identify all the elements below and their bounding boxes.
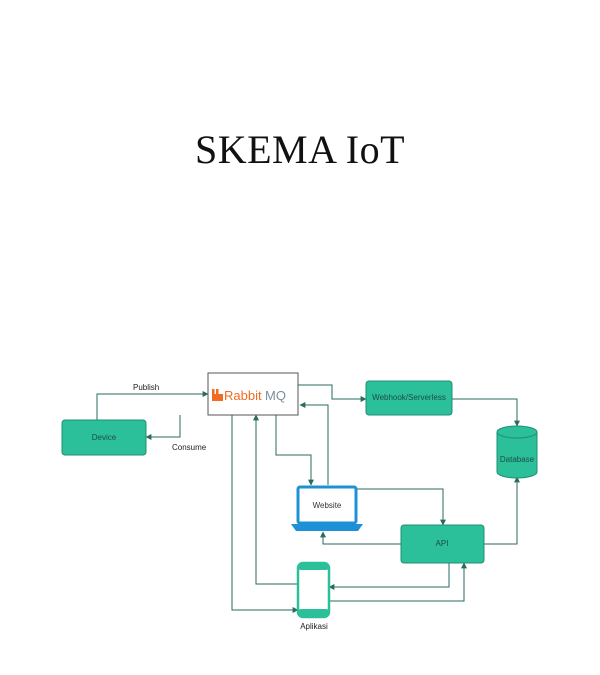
edge-aplikasi-api	[329, 562, 467, 602]
rabbitmq-label-b: MQ	[265, 388, 286, 403]
aplikasi-label: Aplikasi	[300, 622, 328, 631]
edge-aplikasi-rabbit	[253, 414, 298, 585]
edge-website-api	[355, 488, 446, 526]
edge-label-publish: Publish	[133, 383, 159, 392]
webhook-label: Webhook/Serverless	[372, 393, 446, 402]
laptop-icon	[291, 485, 363, 531]
edge-api-database	[484, 476, 520, 545]
database-label: Database	[500, 455, 535, 464]
edge-api-website	[320, 531, 401, 545]
page-title: SKEMA IoT	[194, 127, 406, 172]
website-label: Website	[313, 501, 342, 510]
edges: Publish Consume	[96, 383, 520, 613]
edge-publish	[96, 391, 209, 420]
rabbitmq-node: Rabbit MQ	[207, 372, 299, 416]
edge-rabbit-webhook	[298, 384, 367, 402]
website-node: Website	[291, 485, 363, 531]
api-label: API	[436, 539, 449, 548]
rabbitmq-logo-icon	[212, 389, 223, 401]
edge-label-consume: Consume	[172, 443, 207, 452]
device-node: Device	[61, 419, 147, 456]
edge-website-rabbit	[299, 402, 329, 485]
edge-api-aplikasi	[328, 563, 450, 590]
webhook-node: Webhook/Serverless	[365, 380, 453, 416]
edge-rabbit-aplikasi	[231, 415, 299, 613]
database-node: Database	[496, 425, 538, 479]
edge-webhook-database	[452, 398, 520, 427]
rabbitmq-label-a: Rabbit	[224, 388, 262, 403]
aplikasi-node: Aplikasi	[296, 561, 331, 631]
edge-consume	[145, 415, 181, 440]
edge-rabbit-website	[275, 415, 314, 486]
device-label: Device	[92, 433, 117, 442]
smartphone-icon	[296, 561, 331, 619]
api-node: API	[400, 524, 485, 564]
